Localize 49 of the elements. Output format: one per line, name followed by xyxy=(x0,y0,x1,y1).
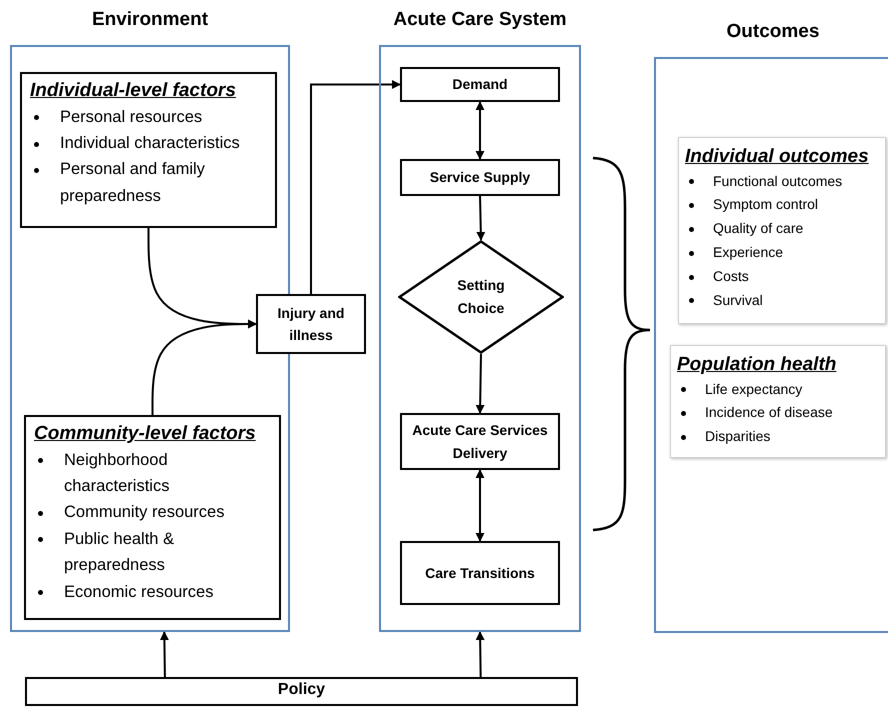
bullet-item: Costs xyxy=(685,264,879,289)
bullet-item: Life expectancy xyxy=(677,378,879,402)
factor-box xyxy=(24,415,281,620)
process-box xyxy=(400,159,560,196)
box-heading: Population health xyxy=(677,353,838,377)
arrow xyxy=(476,469,484,542)
arrow xyxy=(152,320,257,415)
arrow xyxy=(476,196,486,241)
process-box xyxy=(256,294,366,354)
factor-box xyxy=(670,345,886,458)
bullet-item: Functional outcomes xyxy=(685,170,879,194)
bullet-item: Economic resources xyxy=(34,578,271,605)
arrow xyxy=(310,80,401,294)
bullet-item: Public health & preparedness xyxy=(34,526,271,579)
arrow xyxy=(476,354,485,414)
bullet-item: Personal and family preparedness xyxy=(30,156,267,210)
bullet-item: Experience xyxy=(685,241,879,265)
box-heading: Individual-level factors xyxy=(30,79,237,103)
factor-box xyxy=(678,137,886,324)
arrow xyxy=(160,631,169,678)
bullet-item: Community resources xyxy=(34,499,271,526)
box-label: Demand xyxy=(452,75,508,94)
process-box xyxy=(400,541,560,605)
bullet-item: Personal resources xyxy=(30,104,267,130)
bullet-item: Incidence of disease xyxy=(677,401,879,426)
factor-box xyxy=(20,72,277,228)
box-heading: Individual outcomes xyxy=(685,145,870,169)
box-label: Acute Care Services Delivery xyxy=(412,421,548,463)
arrow xyxy=(476,101,484,160)
bullet-item: Individual characteristics xyxy=(30,130,267,156)
panel-title: Outcomes xyxy=(726,21,820,43)
bullet-item: Symptom control xyxy=(685,193,879,218)
process-box xyxy=(25,677,578,706)
box-label: Policy xyxy=(278,680,326,700)
process-box xyxy=(400,67,560,102)
process-box xyxy=(400,413,560,470)
bullet-item: Quality of care xyxy=(685,217,879,242)
arrow xyxy=(476,631,485,678)
box-heading: Community-level factors xyxy=(34,422,257,446)
bullet-item: Disparities xyxy=(677,425,879,450)
bullet-item: Neighborhood characteristics xyxy=(34,446,271,500)
box-label: Injury and illness xyxy=(276,304,346,345)
bullet-item: Survival xyxy=(685,288,879,312)
diamond-label: Setting Choice xyxy=(456,276,506,318)
decision-diamond xyxy=(398,240,564,354)
panel-title: Environment xyxy=(90,9,210,31)
box-label: Service Supply xyxy=(430,168,530,188)
panel-title: Acute Care System xyxy=(392,9,568,31)
box-label: Care Transitions xyxy=(425,564,535,583)
